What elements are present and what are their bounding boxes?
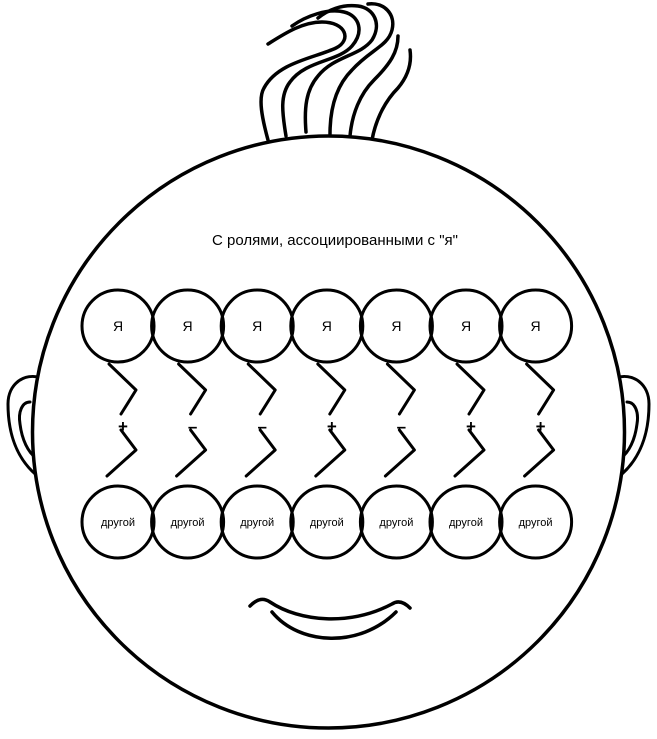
other-circle [358,484,434,560]
other-circle [80,484,156,560]
roles-group: Я + другой Я – другой Я – другой Я + другой Я – другой… [80,288,574,560]
upper-connector [177,362,208,416]
lower-connector [523,428,556,478]
right-ear [613,375,651,480]
self-circle [358,288,434,364]
upper-connector [385,362,416,416]
role-column: Я – другой [219,288,295,560]
other-circle [498,484,574,560]
other-circle [150,484,226,560]
self-circle [80,288,156,364]
self-label: Я [391,318,401,334]
self-label: Я [322,318,332,334]
upper-connector [246,362,277,416]
upper-connector [525,362,556,416]
upper-connector [316,362,347,416]
upper-connector [455,362,486,416]
relation-sign: – [397,417,406,436]
relation-sign: – [257,417,266,436]
lower-connector [383,428,416,478]
lower-connector [244,428,277,478]
self-circle [150,288,226,364]
self-circle [428,288,504,364]
relation-sign: – [188,417,197,436]
self-label: Я [252,318,262,334]
relation-sign: + [118,417,128,436]
upper-connector [107,362,138,416]
hair-curl [259,2,413,142]
self-circle [498,288,574,364]
relation-sign: + [536,417,546,436]
other-label: другой [101,517,135,529]
smile-mouth [248,597,412,640]
other-circle [289,484,365,560]
relation-sign: + [466,417,476,436]
self-label: Я [183,318,193,334]
self-label: Я [531,318,541,334]
diagram-title: С ролями, ассоциированными с "я" [212,232,458,249]
left-ear [6,375,44,480]
head-outline [30,134,627,730]
lower-connector [453,428,486,478]
other-label: другой [449,517,483,529]
relation-sign: + [327,417,337,436]
self-label: Я [113,318,123,334]
role-column: Я + другой [498,288,574,560]
other-label: другой [240,517,274,529]
lower-connector [105,428,138,478]
other-label: другой [379,517,413,529]
role-column: Я + другой [289,288,365,560]
lower-connector [314,428,347,478]
lower-connector [175,428,208,478]
other-label: другой [519,517,553,529]
other-circle [219,484,295,560]
self-circle [219,288,295,364]
role-column: Я – другой [358,288,434,560]
other-label: другой [310,517,344,529]
other-circle [428,484,504,560]
role-column: Я + другой [428,288,504,560]
role-column: Я + другой [80,288,156,560]
self-circle [289,288,365,364]
self-label: Я [461,318,471,334]
other-label: другой [171,517,205,529]
role-column: Я – другой [150,288,226,560]
